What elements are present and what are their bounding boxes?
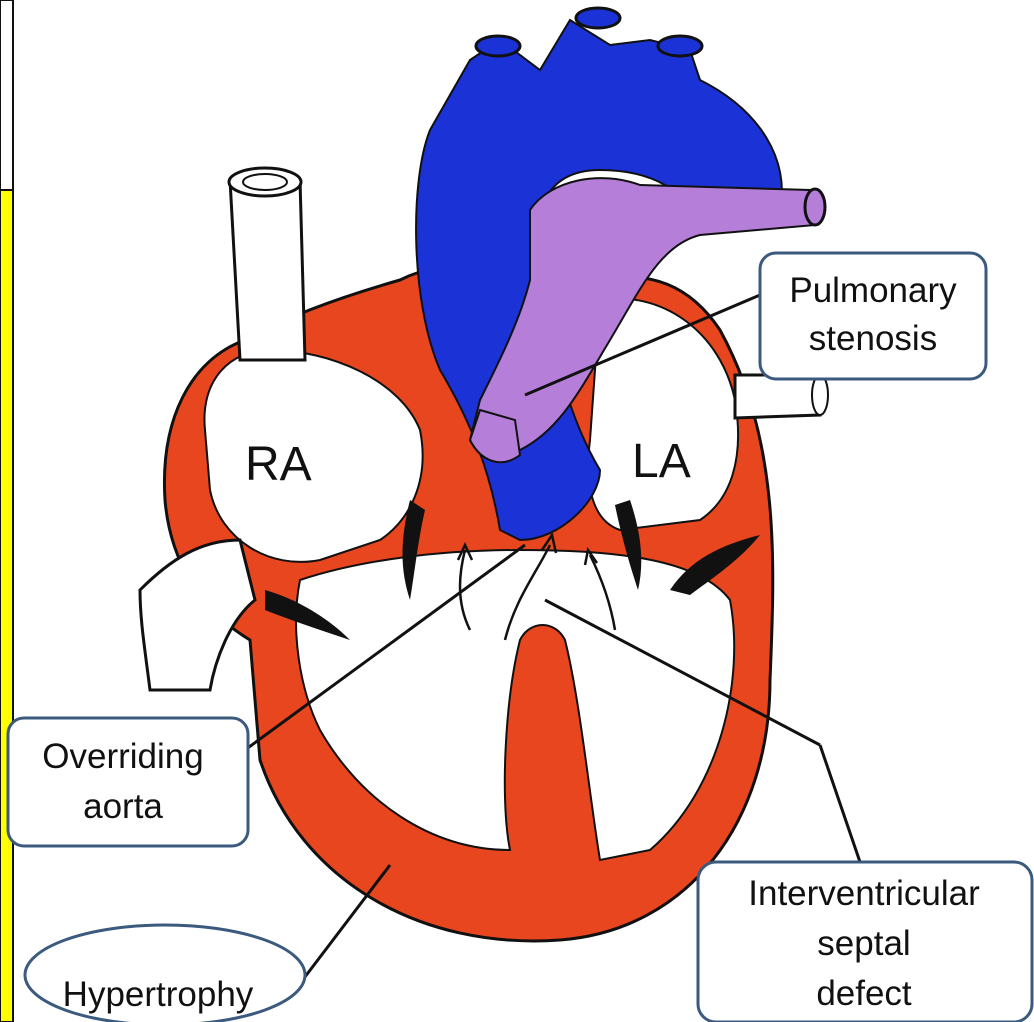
callout-septal-defect-line1: Interventricular (748, 874, 980, 913)
label-ra: RA (245, 438, 312, 491)
callout-overriding-aorta-line1: Overriding (42, 737, 203, 776)
left-sidebar-strip (0, 0, 13, 1022)
pulmonary-vein (735, 375, 820, 418)
callout-septal-defect: Interventricular septal defect (698, 862, 1032, 1022)
callout-septal-defect-line3: defect (816, 974, 912, 1013)
callout-septal-defect-line2: septal (817, 924, 910, 963)
callout-hypertrophy-text: Hypertrophy (63, 975, 254, 1014)
callout-pulmonary-stenosis-line1: Pulmonary (789, 271, 957, 310)
callout-overriding-aorta: Overriding aorta (8, 718, 248, 846)
callout-hypertrophy: Hypertrophy (25, 925, 305, 1022)
callout-overriding-aorta-line2: aorta (83, 787, 163, 826)
label-la: LA (632, 435, 691, 488)
callout-pulmonary-stenosis-line2: stenosis (809, 319, 937, 358)
callout-pulmonary-stenosis: Pulmonary stenosis (760, 253, 986, 379)
inferior-vena-cava (140, 540, 255, 690)
superior-vena-cava (230, 180, 305, 360)
